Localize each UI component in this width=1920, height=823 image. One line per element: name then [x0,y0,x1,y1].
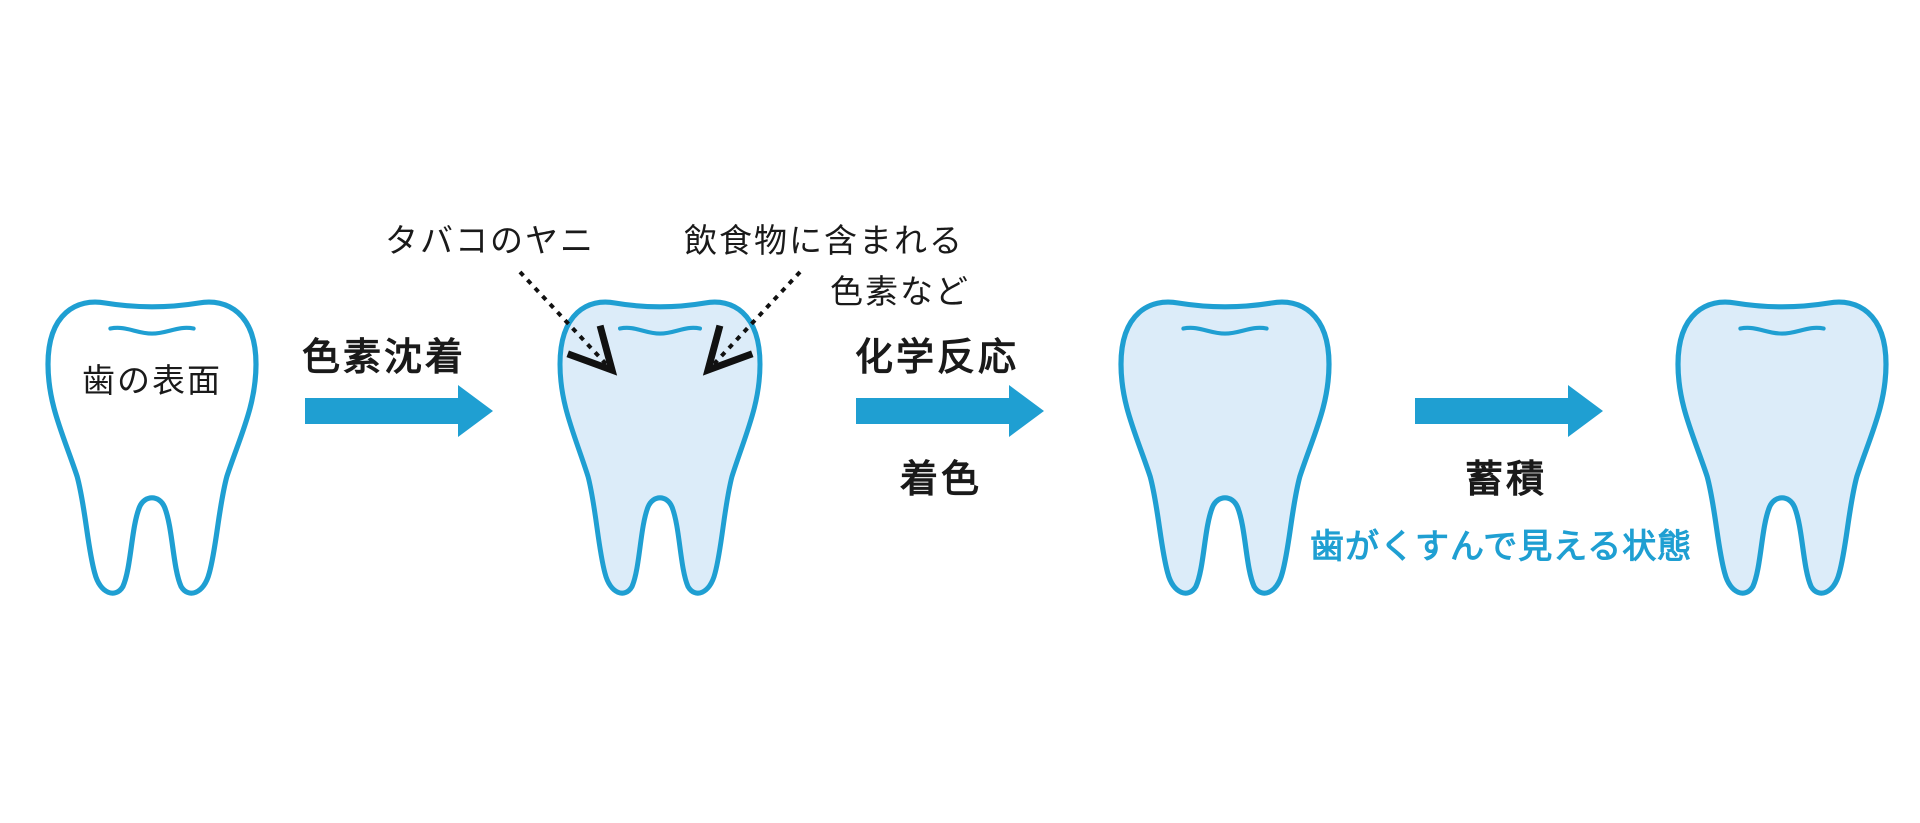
pointer-arrow-icon [702,270,802,376]
right-arrow-icon [305,385,493,437]
food-pigment-label-line1: 飲食物に含まれる [684,221,964,260]
tooth-icon [48,302,256,593]
chemical-reaction-label: 化学反応 [855,335,1020,379]
tooth-icon [1121,302,1329,593]
tooth-icon [1678,302,1886,593]
dull-teeth-state-label: 歯がくすんで見える状態 [1310,527,1693,567]
accumulation-label: 蓄積 [1465,457,1548,501]
right-arrow-icon [1415,385,1603,437]
discoloration-label: 着色 [900,457,983,501]
pigment-deposit-label: 色素沈着 [302,335,467,379]
tobacco-tar-label: タバコのヤニ [385,221,595,260]
right-arrow-icon [856,385,1044,437]
food-pigment-label-line2: 色素など [830,272,970,311]
pointer-arrow-icon [518,270,618,376]
tooth-surface-label: 歯の表面 [82,361,222,400]
